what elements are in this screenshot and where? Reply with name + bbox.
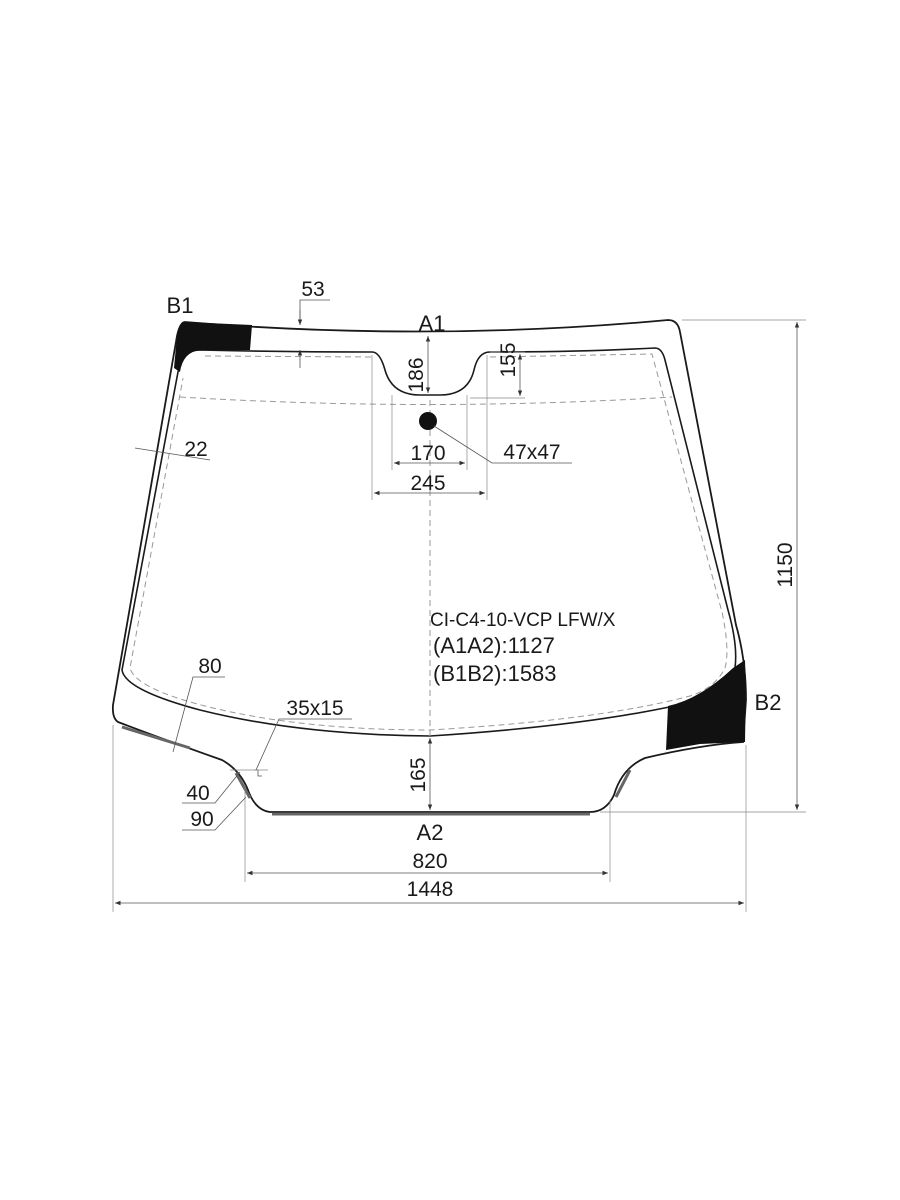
glass-inner-print-edge (121, 347, 737, 737)
offset-90-label: 90 (190, 808, 213, 831)
notch-outer-width-label: 245 (410, 472, 445, 495)
edge-shade (121, 725, 632, 816)
point-a2-label: A2 (417, 820, 444, 845)
glass-outer-outline (111, 319, 747, 813)
b2-black-print (666, 660, 746, 750)
side-band-label: 22 (184, 438, 207, 461)
point-b1-label: B1 (167, 293, 194, 318)
sensor-dot-label: 47x47 (503, 441, 560, 464)
sensor-dot (419, 412, 437, 430)
offset-90-leader-line (182, 796, 247, 831)
overall-height-label: 1150 (774, 542, 797, 587)
bracket-mark (254, 769, 262, 777)
bracket-leader-line (255, 718, 352, 771)
top-band-label: 53 (301, 278, 324, 301)
shade-band-line (179, 396, 673, 405)
notch-side-label: 155 (497, 342, 520, 377)
bracket-size-label: 35x15 (286, 697, 343, 720)
side-band-leader-line (134, 447, 211, 461)
bottom-width-label: 820 (412, 850, 447, 873)
bottom-band-label: 80 (198, 655, 221, 678)
sensor-leader-line (433, 425, 572, 464)
model-b1b2: (B1B2):1583 (433, 661, 557, 686)
model-a1a2: (A1A2):1127 (433, 633, 555, 658)
bottom-band-leader-line (172, 676, 225, 753)
top-band-leader-line (299, 299, 330, 325)
notch-inner-width-label: 170 (410, 442, 445, 465)
bottom-depth-label: 165 (407, 757, 430, 792)
inner-dashed-outline (129, 353, 728, 731)
model-code: CI-C4-10-VCP LFW/X (430, 610, 616, 631)
offset-40-label: 40 (186, 782, 209, 805)
b1-black-print (174, 322, 252, 372)
notch-depth-label: 186 (405, 357, 428, 392)
overall-width-label: 1448 (407, 878, 454, 901)
offset-40-leader-line (182, 771, 241, 804)
point-b2-label: B2 (755, 690, 782, 715)
point-a1-label: A1 (419, 311, 446, 336)
